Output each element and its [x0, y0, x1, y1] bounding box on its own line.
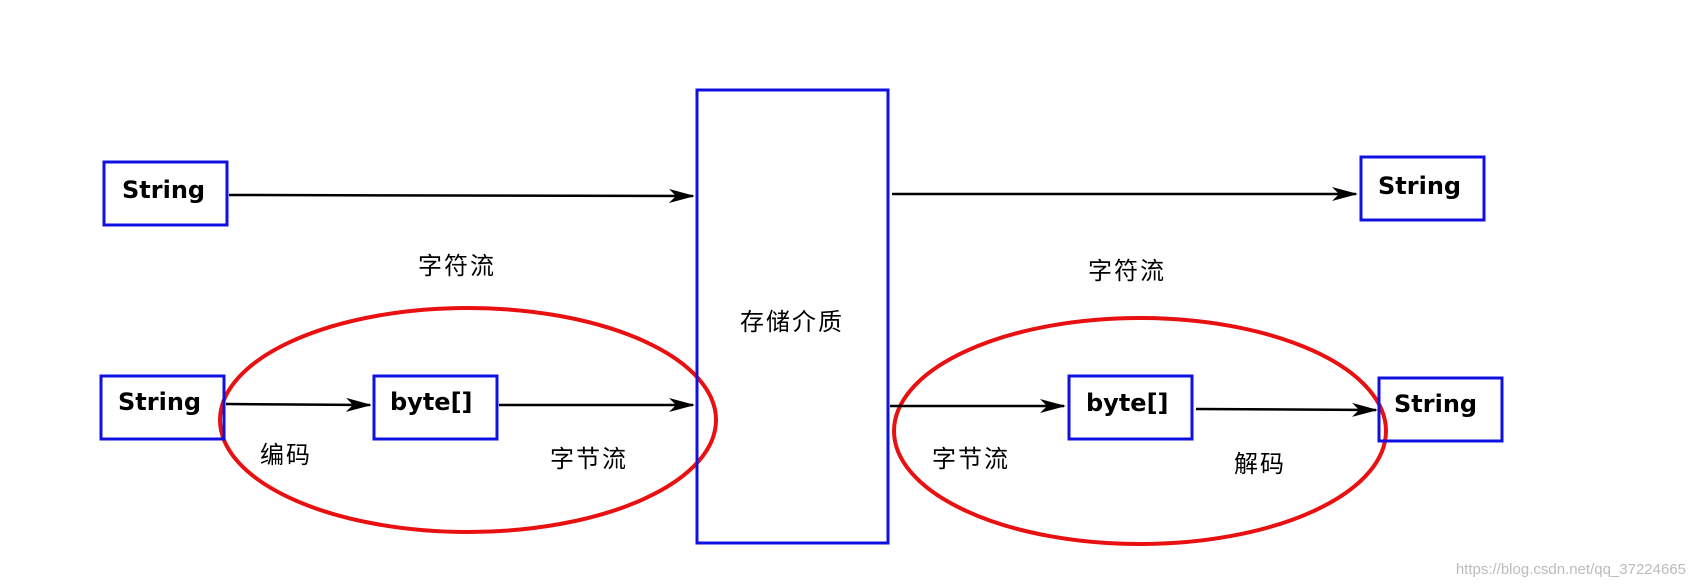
right-byte-stream-label: 字节流: [932, 445, 1010, 473]
encode-arrow: [225, 397, 372, 412]
storage-medium-box: [695, 88, 890, 545]
right-char-stream-label: 字符流: [1088, 257, 1166, 285]
right-bottom-string-label: String: [1394, 390, 1477, 418]
left-bottom-string-box: [99, 374, 226, 441]
left-byte-stream-label: 字节流: [550, 445, 628, 473]
left-byte-array-box: [372, 374, 499, 441]
watermark-text: https://blog.csdn.net/qq_37224665: [1456, 561, 1686, 578]
decode-label: 解码: [1234, 450, 1286, 478]
left-top-string-label: String: [122, 176, 205, 204]
left-bottom-string-label: String: [118, 388, 201, 416]
left-byte-array-label: byte[]: [390, 388, 473, 416]
right-top-string-box: [1359, 155, 1486, 222]
right-bottom-string-box: [1377, 376, 1504, 443]
decode-arrow: [1195, 402, 1378, 417]
right-top-string-label: String: [1378, 172, 1461, 200]
right-decoding-ellipse: [892, 316, 1388, 546]
left-encoding-ellipse: [218, 306, 718, 534]
left-char-stream-label: 字符流: [418, 252, 496, 280]
storage-medium-label: 存储介质: [740, 308, 844, 336]
left-char-stream-arrow: [228, 188, 695, 203]
right-byte-array-label: byte[]: [1086, 389, 1169, 417]
left-top-string-box: [102, 160, 229, 227]
encode-label: 编码: [260, 441, 312, 469]
right-byte-array-box: [1067, 374, 1194, 441]
